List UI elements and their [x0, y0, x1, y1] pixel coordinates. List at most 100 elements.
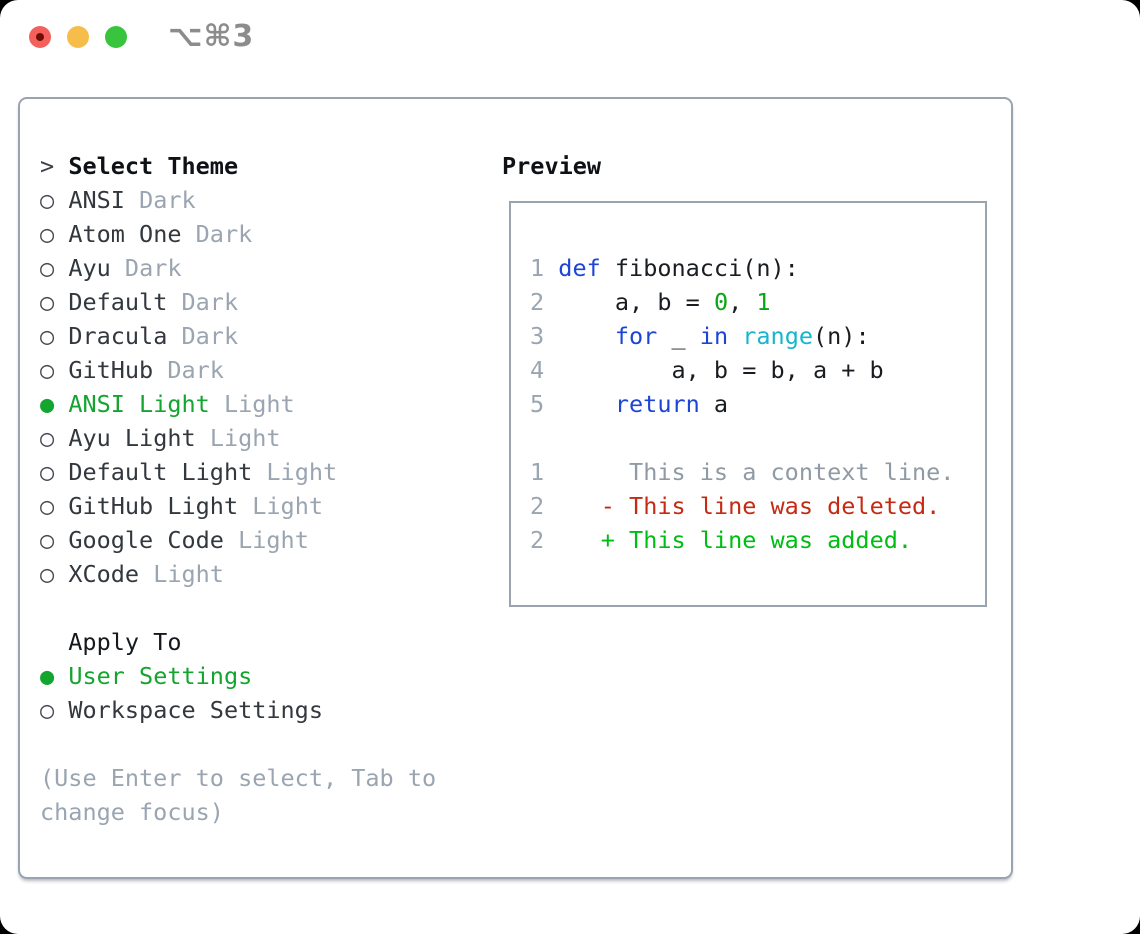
code-segment: a, b = b, a + b [558, 356, 884, 384]
minimize-button[interactable] [67, 26, 89, 48]
theme-name: ANSI [68, 186, 125, 214]
code-segment: range [742, 322, 813, 350]
line-number: 1 [530, 458, 545, 486]
hint-line: (Use Enter to select, Tab to [40, 764, 437, 792]
code-segment [558, 322, 615, 350]
theme-option[interactable]: ○ XCode Light [40, 557, 436, 591]
hint-text: (Use Enter to select, Tab to change focus… [40, 761, 436, 829]
code-segment: def [558, 254, 601, 282]
radio-icon: ○ [40, 458, 55, 486]
radio-icon: ○ [40, 288, 55, 316]
code-segment [544, 526, 601, 554]
code-line: 1 This is a context line. [530, 455, 985, 489]
theme-variant: Dark [181, 288, 239, 316]
code-segment: 0 [713, 288, 729, 316]
code-segment: a [699, 390, 729, 418]
spacer [40, 591, 436, 625]
theme-option[interactable]: ● ANSI Light Light [40, 387, 436, 421]
code-line [530, 421, 985, 455]
theme-option[interactable]: ○ Default Dark [40, 285, 436, 319]
code-segment: a, b = [558, 288, 714, 316]
theme-name: Dracula [68, 322, 168, 350]
theme-variant: Light [153, 560, 224, 588]
line-number: 1 [530, 254, 559, 282]
theme-selector-column: > Select Theme ○ ANSI Dark○ Atom One Dar… [40, 149, 436, 829]
theme-variant: Light [238, 526, 309, 554]
theme-name: Default Light [68, 458, 253, 486]
theme-name: XCode [68, 560, 140, 588]
theme-name: Ayu [68, 254, 111, 282]
apply-to-name: Workspace Settings [68, 696, 323, 724]
code-line: 2 a, b = 0, 1 [530, 285, 985, 319]
theme-picker-panel: > Select Theme ○ ANSI Dark○ Atom One Dar… [18, 97, 1013, 879]
theme-name: Ayu Light [68, 424, 196, 452]
theme-variant: Dark [195, 220, 253, 248]
theme-variant: Light [223, 390, 295, 418]
code-segment: return [614, 390, 700, 418]
code-segment: - This line was deleted. [600, 492, 941, 520]
theme-variant: Light [266, 458, 338, 486]
prompt-caret: > [40, 152, 55, 180]
code-segment: + This line was added. [600, 526, 913, 554]
selected-radio-icon: ● [40, 390, 55, 418]
theme-variant: Dark [124, 254, 182, 282]
code-line: 2 - This line was deleted. [530, 489, 985, 523]
radio-icon: ○ [40, 254, 55, 282]
radio-icon: ○ [40, 560, 55, 588]
theme-option[interactable]: ○ ANSI Dark [40, 183, 436, 217]
apply-to-option[interactable]: ● User Settings [40, 659, 436, 693]
radio-icon: ○ [40, 492, 55, 520]
radio-icon: ○ [40, 526, 55, 554]
theme-name: GitHub [68, 356, 154, 384]
code-segment: fibonacci(n): [600, 254, 799, 282]
hint-line: change focus) [40, 798, 224, 826]
selected-radio-icon: ● [40, 662, 55, 690]
code-segment: , [728, 288, 757, 316]
theme-option[interactable]: ○ GitHub Dark [40, 353, 436, 387]
line-number: 4 [530, 356, 559, 384]
apply-to-name: User Settings [68, 662, 253, 690]
code-line: 3 for _ in range(n): [530, 319, 985, 353]
theme-option[interactable]: ○ Default Light Light [40, 455, 436, 489]
radio-icon: ○ [40, 220, 55, 248]
apply-to-list: ● User Settings○ Workspace Settings [40, 659, 436, 727]
window-title: ⌥⌘3 [168, 19, 255, 54]
close-button[interactable] [29, 26, 51, 48]
code-line: 4 a, b = b, a + b [530, 353, 985, 387]
theme-name: Atom One [68, 220, 182, 248]
theme-option[interactable]: ○ Ayu Dark [40, 251, 436, 285]
theme-option[interactable]: ○ Atom One Dark [40, 217, 436, 251]
line-number: 2 [530, 288, 559, 316]
code-segment [728, 322, 742, 350]
code-line: 2 + This line was added. [530, 523, 985, 557]
theme-name: Default [68, 288, 168, 316]
code-segment [544, 492, 601, 520]
preview-header: Preview [502, 152, 602, 180]
theme-variant: Light [209, 424, 281, 452]
line-number: 2 [530, 492, 545, 520]
theme-variant: Dark [181, 322, 239, 350]
radio-icon: ○ [40, 696, 55, 724]
theme-name: ANSI Light [68, 390, 210, 418]
theme-option[interactable]: ○ Google Code Light [40, 523, 436, 557]
code-line: 1 def fibonacci(n): [530, 251, 985, 285]
line-number: 3 [530, 322, 559, 350]
spacer [40, 727, 436, 761]
line-number: 2 [530, 526, 545, 554]
code-segment: for [614, 322, 658, 350]
theme-option[interactable]: ○ GitHub Light Light [40, 489, 436, 523]
theme-option[interactable]: ○ Ayu Light Light [40, 421, 436, 455]
code-segment: _ [657, 322, 700, 350]
radio-icon: ○ [40, 322, 55, 350]
theme-option[interactable]: ○ Dracula Dark [40, 319, 436, 353]
code-segment: 1 [756, 288, 771, 316]
theme-name: Google Code [68, 526, 224, 554]
zoom-button[interactable] [105, 26, 127, 48]
code-segment: (n): [813, 322, 870, 350]
apply-to-option[interactable]: ○ Workspace Settings [40, 693, 436, 727]
theme-list: ○ ANSI Dark○ Atom One Dark○ Ayu Dark○ De… [40, 183, 436, 591]
code-segment: This is a context line. [544, 458, 955, 486]
line-number: 5 [530, 390, 559, 418]
